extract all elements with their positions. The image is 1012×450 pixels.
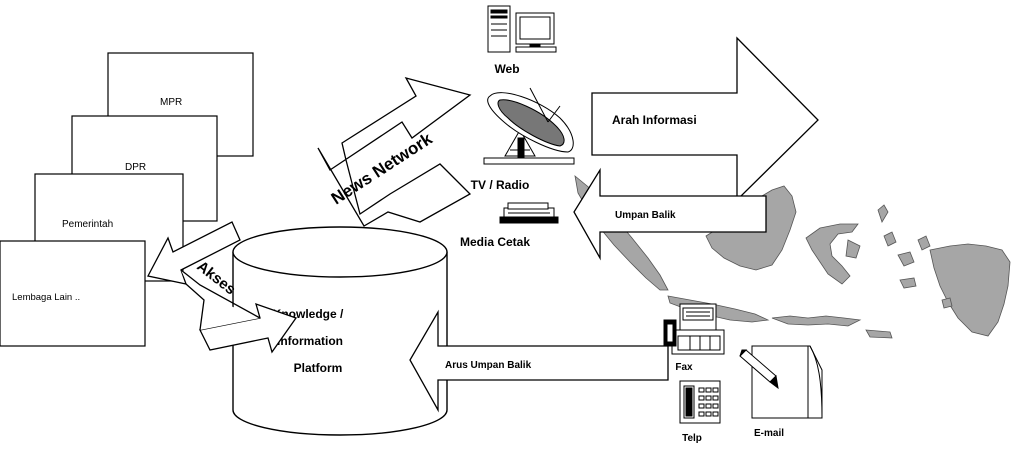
label-mpr: MPR [160,97,182,108]
label-fax: Fax [675,362,693,373]
label-arus-umpan-balik: Arus Umpan Balik [445,360,532,371]
label-telp: Telp [682,433,702,444]
computer-icon [487,5,557,53]
telephone-icon [679,380,721,424]
label-tv-radio: TV / Radio [471,178,530,192]
notepad-pen-icon [739,345,823,419]
platform-line-2: Information [277,334,343,348]
news-network-arrow [317,76,472,227]
label-email: E-mail [754,428,784,439]
platform-line-3: Platform [294,361,343,375]
label-arah-informasi: Arah Informasi [612,113,697,127]
knowledge-platform-cylinder [232,226,448,436]
label-dpr: DPR [125,162,146,173]
label-lembaga: Lembaga Lain .. [12,292,80,303]
arus-umpan-balik-arrow [409,309,669,413]
umpan-balik-arrow [573,167,767,261]
indonesia-map [574,175,1011,339]
label-web: Web [494,62,519,76]
printer-icon [499,202,559,224]
label-media-cetak: Media Cetak [460,235,530,249]
satellite-dish-icon [483,87,575,165]
label-umpan-balik: Umpan Balik [615,210,676,221]
arah-informasi-arrow [591,36,819,202]
fax-machine-icon [663,303,725,355]
akses-arrow [147,221,298,354]
label-pemerintah: Pemerintah [62,219,113,230]
box-lembaga [0,240,146,347]
